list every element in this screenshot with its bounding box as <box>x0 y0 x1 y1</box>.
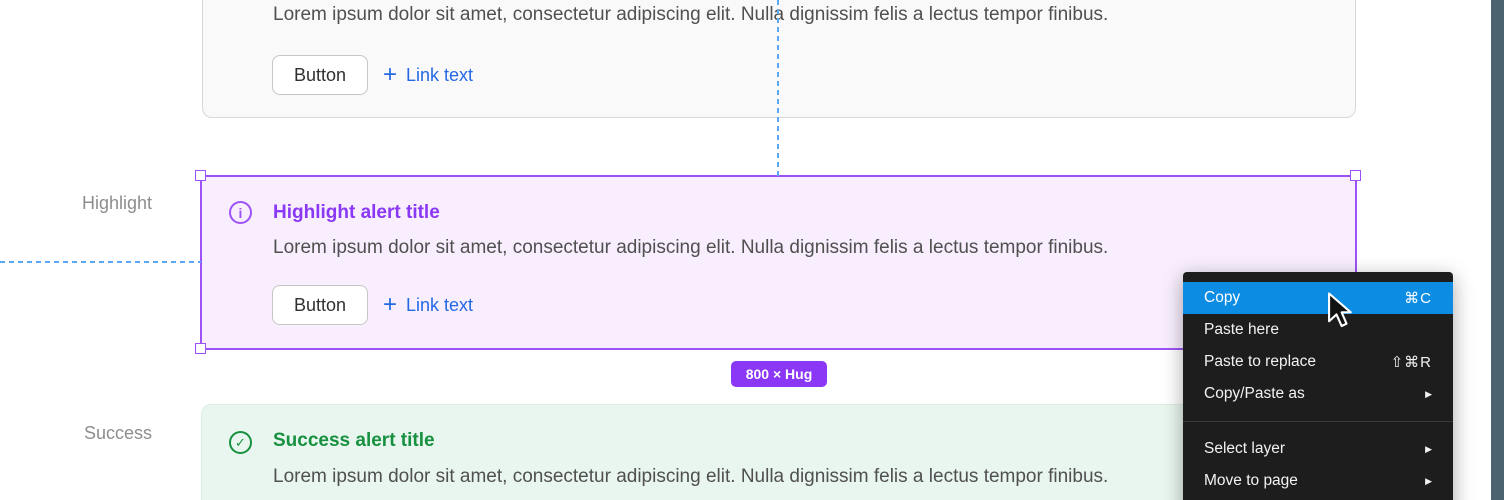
highlight-alert-button[interactable]: Button <box>272 285 368 325</box>
menu-item-label: Paste here <box>1204 321 1279 338</box>
submenu-arrow-icon: ▶ <box>1425 475 1432 486</box>
highlight-alert-title: Highlight alert title <box>273 202 440 223</box>
link-label: Link text <box>406 64 474 85</box>
selection-handle-top-left[interactable] <box>195 170 206 181</box>
alert-card-default[interactable] <box>202 0 1356 118</box>
alert-card-highlight[interactable] <box>200 175 1357 350</box>
menu-item-label: Select layer <box>1204 440 1285 457</box>
section-label-success: Success <box>83 423 152 443</box>
success-alert-body: Lorem ipsum dolor sit amet, consectetur … <box>273 466 1109 487</box>
default-alert-body: Lorem ipsum dolor sit amet, consectetur … <box>273 4 1109 25</box>
horizontal-guide-line <box>0 261 201 263</box>
info-circle-icon: i <box>229 201 252 224</box>
default-alert-button[interactable]: Button <box>272 55 368 95</box>
menu-item-label: Move to page <box>1204 472 1298 489</box>
menu-item-copy-paste-as[interactable]: Copy/Paste as ▶ <box>1183 378 1453 410</box>
vertical-guide-line <box>777 0 779 176</box>
plus-icon: + <box>383 61 398 88</box>
highlight-alert-link[interactable]: + Link text <box>383 293 473 317</box>
panel-edge-strip <box>1491 0 1504 500</box>
menu-item-shortcut: ⌘C <box>1404 290 1432 307</box>
highlight-alert-body: Lorem ipsum dolor sit amet, consectetur … <box>273 237 1109 258</box>
menu-item-copy[interactable]: Copy ⌘C <box>1183 282 1453 314</box>
submenu-arrow-icon: ▶ <box>1425 388 1432 399</box>
menu-item-paste-to-replace[interactable]: Paste to replace ⇧⌘R <box>1183 346 1453 378</box>
button-label: Button <box>293 294 347 315</box>
success-alert-title: Success alert title <box>273 430 435 451</box>
alert-card-success[interactable] <box>201 404 1356 500</box>
context-menu: Copy ⌘C Paste here Paste to replace ⇧⌘R … <box>1183 272 1453 500</box>
link-label: Link text <box>406 294 474 315</box>
menu-item-label: Paste to replace <box>1204 353 1317 370</box>
menu-item-shortcut: ⇧⌘R <box>1390 354 1432 371</box>
selection-handle-bottom-left[interactable] <box>195 343 206 354</box>
default-alert-link[interactable]: + Link text <box>383 63 473 87</box>
mouse-cursor-icon <box>1328 292 1352 328</box>
menu-item-select-layer[interactable]: Select layer ▶ <box>1183 433 1453 465</box>
menu-item-label: Copy/Paste as <box>1204 385 1305 402</box>
section-label-highlight: Highlight <box>81 193 152 213</box>
menu-item-paste-here[interactable]: Paste here <box>1183 314 1453 346</box>
selection-size-badge: 800 × Hug <box>731 361 827 387</box>
plus-icon: + <box>383 291 398 318</box>
menu-divider <box>1183 421 1453 422</box>
submenu-arrow-icon: ▶ <box>1425 443 1432 454</box>
menu-item-move-to-page[interactable]: Move to page ▶ <box>1183 465 1453 497</box>
menu-item-label: Copy <box>1204 289 1241 306</box>
selection-handle-top-right[interactable] <box>1350 170 1361 181</box>
check-circle-icon: ✓ <box>229 431 252 454</box>
button-label: Button <box>293 64 347 85</box>
